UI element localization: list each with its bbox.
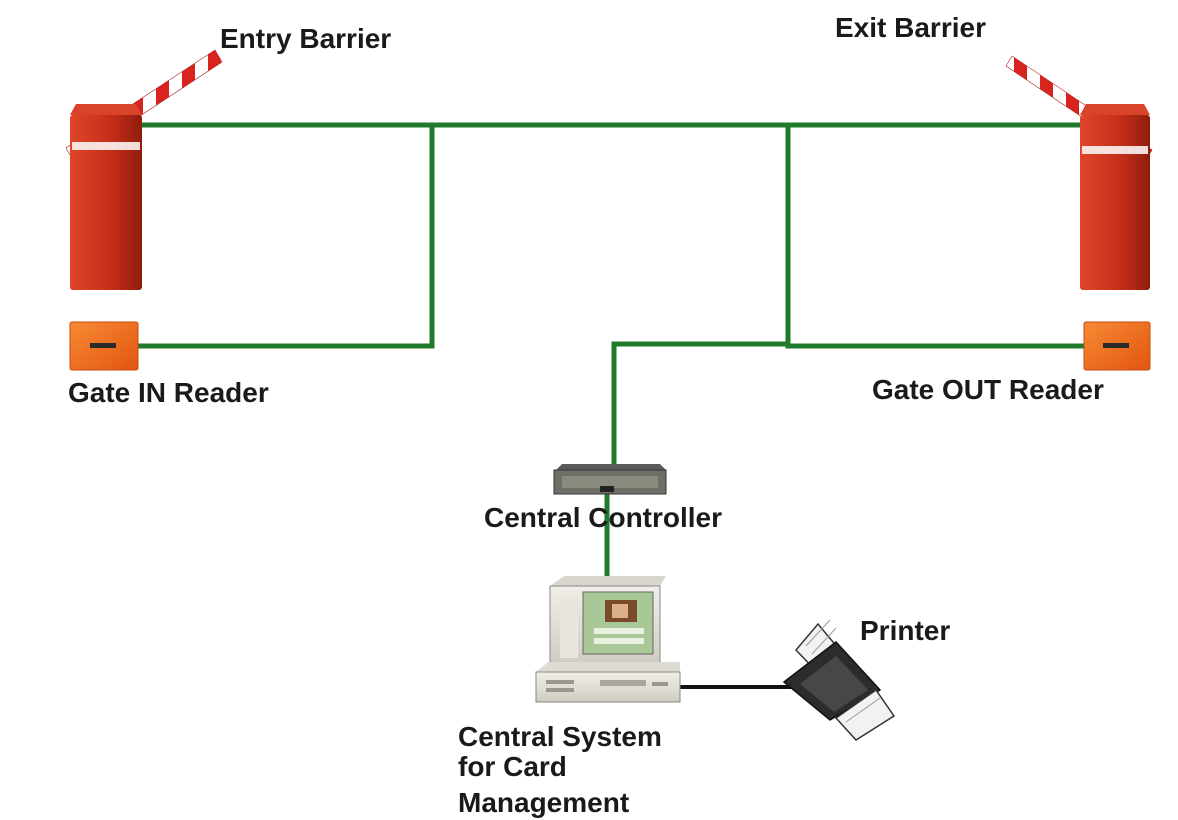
gate-out-reader-label: Gate OUT Reader [872,374,1104,405]
entry-barrier-housing [70,115,142,290]
central-system-label-line1: Central System [458,721,662,752]
printer-icon [782,619,896,741]
card-reader-icon [69,321,139,371]
central-system-label-line2: for Card [458,751,567,782]
wire-controller-uplink [611,341,791,485]
barrier-gate-icon [1005,55,1153,290]
exit-barrier-housing [1080,115,1150,290]
barrier-gate-icon [65,49,223,290]
printer-label: Printer [860,615,950,646]
exit-barrier-label: Exit Barrier [835,12,986,43]
central-controller-label: Central Controller [484,502,722,533]
central-system-label-line3: Management [458,787,629,818]
wire-gate-out-reader [785,122,1089,349]
entry-barrier-label: Entry Barrier [220,23,391,54]
gate-in-reader-label: Gate IN Reader [68,377,269,408]
desktop-computer-icon [535,576,681,703]
controller-unit-icon [553,464,667,495]
computer-base [535,671,681,703]
card-reader-icon [1083,321,1151,371]
network-wiring [125,122,1089,583]
printer-paper-out [834,688,896,741]
wire-gate-in-reader [133,122,435,349]
